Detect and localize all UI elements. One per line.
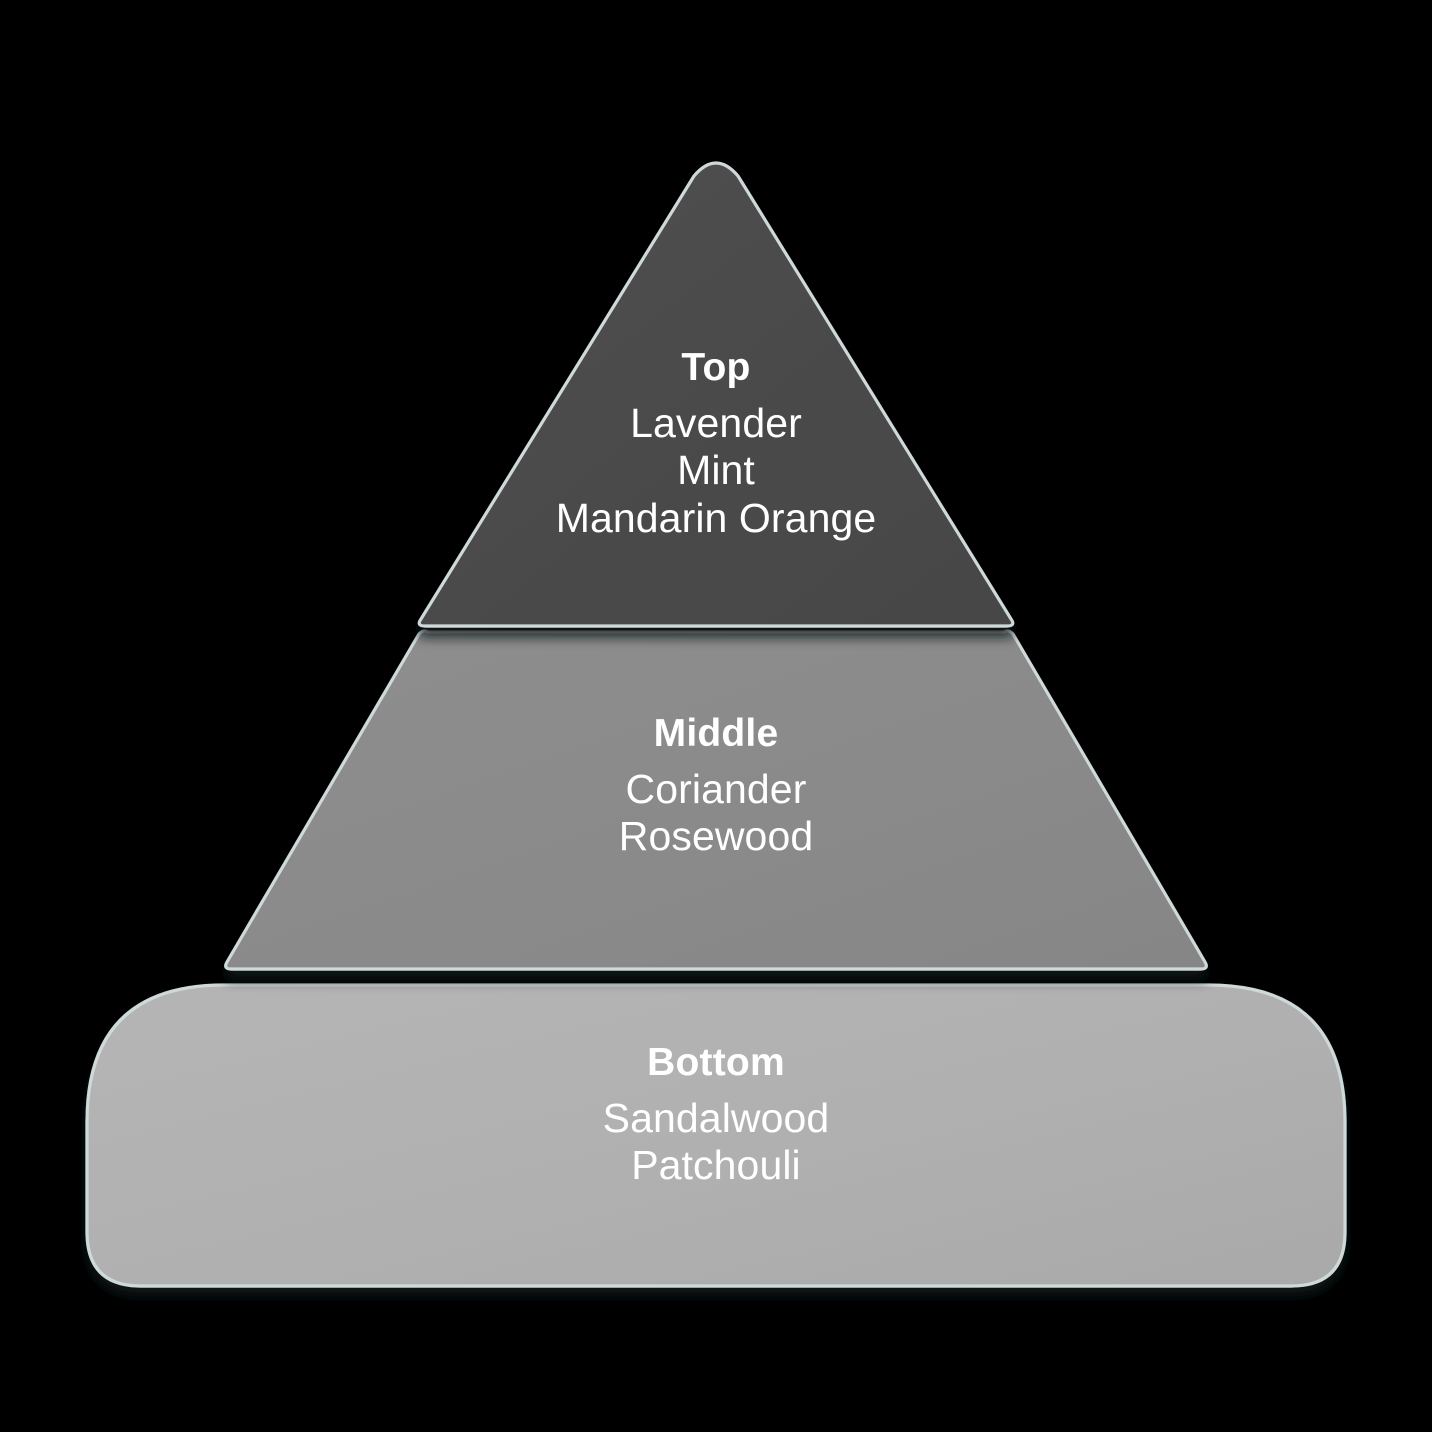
pyramid-level-bottom[interactable] bbox=[85, 983, 1347, 1288]
pyramid-level-middle[interactable] bbox=[224, 629, 1208, 971]
pyramid-level-top[interactable] bbox=[417, 161, 1015, 628]
